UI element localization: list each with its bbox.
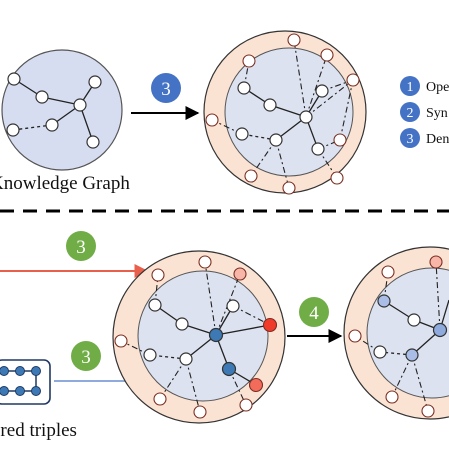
ring-node <box>385 390 399 404</box>
ring-node <box>429 255 443 269</box>
ring-node <box>198 255 212 269</box>
legend-badge-2 <box>400 102 420 122</box>
step-badge-blue <box>71 341 101 371</box>
graph-node <box>405 348 419 362</box>
ring-node <box>262 317 278 333</box>
ring-node <box>233 267 247 281</box>
knowledge-graph-label: Knowledge Graph <box>0 173 130 194</box>
graph-node <box>407 313 421 327</box>
ring-node <box>193 405 207 419</box>
filtered-triples-label: ered triples <box>0 420 77 441</box>
step-badge-4-text: 4 <box>309 303 319 324</box>
graph-node <box>311 142 325 156</box>
graph-node <box>221 361 237 377</box>
graph-node <box>432 322 448 338</box>
ring-node <box>114 334 128 348</box>
kg-node <box>45 118 59 132</box>
graph-node <box>315 84 329 98</box>
graph-node <box>237 81 251 95</box>
ring-node <box>287 33 301 47</box>
kg-background-circle <box>1 49 123 171</box>
graph-node <box>299 110 313 124</box>
graph-node <box>208 327 224 343</box>
kg-node <box>7 72 21 86</box>
graph-node <box>269 133 283 147</box>
ring-node <box>153 392 167 406</box>
step-badge-blue-text: 3 <box>81 347 91 368</box>
step-badge-red <box>66 231 96 261</box>
graph-node <box>148 298 162 312</box>
ring-node <box>244 169 258 183</box>
legend-badge-1 <box>400 76 420 96</box>
graph-node <box>175 317 189 331</box>
knowledge-graph <box>1 49 123 171</box>
kg-node <box>6 123 20 137</box>
ring-node <box>346 73 360 87</box>
ring-node <box>421 404 435 418</box>
inner-circle <box>137 270 269 402</box>
step-badge-4 <box>299 297 329 327</box>
graph-node <box>235 127 249 141</box>
graph-node <box>179 352 193 366</box>
graph-node <box>373 345 387 359</box>
ring-node <box>330 171 344 185</box>
graph-node <box>263 98 277 112</box>
graph-node <box>377 294 391 308</box>
kg-node <box>88 75 102 89</box>
ring-node <box>381 265 395 279</box>
ring-node <box>333 133 347 147</box>
step-badge-red-text: 3 <box>76 237 86 258</box>
ring-node <box>248 377 264 393</box>
legend-badge-3 <box>400 128 420 148</box>
legend-badge-2-num: 2 <box>407 106 414 121</box>
legend: 1 Ope 2 Syn 3 Den <box>400 76 449 148</box>
triples-icon <box>0 359 51 405</box>
graph-node <box>143 348 157 362</box>
ring-node <box>282 181 296 195</box>
ring-node <box>348 329 362 343</box>
red-step-arrow: 3 <box>0 231 149 278</box>
kg-node <box>35 90 49 104</box>
ring-node <box>151 268 165 282</box>
kg-node <box>73 98 87 112</box>
densified-graph-top <box>203 30 367 195</box>
mid-step-arrow: 4 <box>287 297 343 343</box>
step-badge-top <box>151 73 181 103</box>
legend-item-2-text: Syn <box>426 106 448 121</box>
graph-node <box>226 299 240 313</box>
ring-node <box>239 398 253 412</box>
kg-node <box>86 135 100 149</box>
output-graph <box>343 246 449 420</box>
legend-item-1-text: Ope <box>426 80 449 95</box>
step-badge-top-text: 3 <box>161 79 171 100</box>
filtered-graph <box>112 250 286 424</box>
legend-badge-3-num: 3 <box>407 132 414 147</box>
legend-item-3-text: Den <box>426 132 449 147</box>
ring-node <box>205 113 219 127</box>
legend-badge-1-num: 1 <box>407 80 414 95</box>
ring-node <box>320 48 334 62</box>
top-step-arrow: 3 <box>131 73 200 120</box>
ring-node <box>242 54 256 68</box>
